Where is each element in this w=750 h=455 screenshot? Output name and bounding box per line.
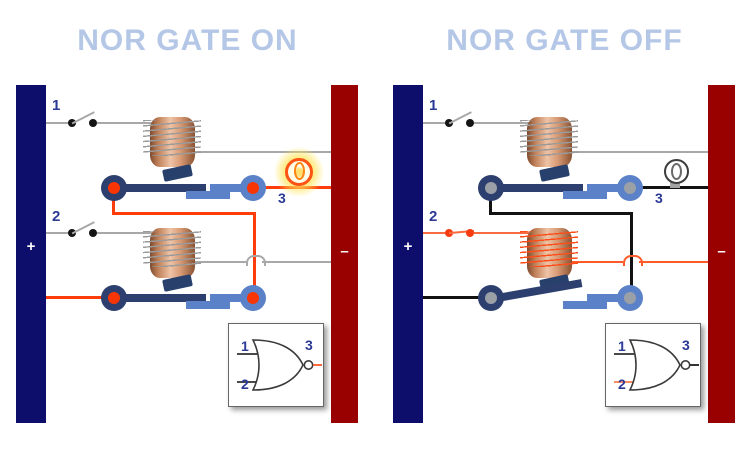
- minus-label: –: [340, 243, 349, 260]
- chain-wire-horizontal: [489, 212, 633, 215]
- relay2-fixed-contact-high: [210, 294, 254, 302]
- panel-nor-gate-on: NOR GATE ON + – 1 3 2: [16, 24, 358, 423]
- gate-input1-label: 1: [618, 338, 626, 354]
- gate-input2-label: 2: [241, 376, 249, 392]
- switch2-contact-b[interactable]: [466, 229, 474, 237]
- relay1-armature: [491, 184, 583, 192]
- switch2-wire-right: [474, 232, 529, 234]
- relay1-fixed-contact-high: [587, 184, 631, 192]
- minus-label: –: [717, 243, 726, 260]
- switch2-label: 2: [52, 208, 61, 225]
- nor-gate-icon: [614, 339, 699, 391]
- chain-wire-vertical1: [489, 197, 492, 215]
- relay1-contact-dot: [624, 182, 636, 194]
- relay1-coil-out-wire: [195, 151, 331, 153]
- relay1-pivot-dot: [485, 182, 497, 194]
- negative-bus-bar: –: [708, 85, 735, 423]
- chain-wire-vertical2: [630, 212, 633, 292]
- lamp-label: 3: [655, 190, 663, 206]
- gate-input1-label: 1: [241, 338, 249, 354]
- relay2-contact-dot: [624, 292, 636, 304]
- switch1-wire-left: [46, 122, 72, 124]
- relay2-coil-winding: [520, 231, 578, 267]
- page-title: NOR GATE OFF: [446, 24, 683, 57]
- relay2-fixed-contact-high: [587, 294, 631, 302]
- lamp-base: [670, 181, 680, 188]
- gate-output-label: 3: [305, 337, 313, 353]
- panel-nor-gate-off: NOR GATE OFF + – 1 3 2: [377, 0, 750, 455]
- lamp-flame-icon: [294, 162, 305, 180]
- supply-wire: [46, 296, 114, 299]
- wire-crossover-hop: [623, 255, 643, 266]
- switch1-label: 1: [52, 97, 61, 114]
- relay2-fixed-contact-low: [563, 301, 607, 309]
- chain-wire-vertical2: [253, 212, 256, 292]
- switch1-label: 1: [429, 97, 438, 114]
- positive-bus-bar: +: [393, 85, 423, 423]
- relay1-coil-winding: [520, 120, 578, 156]
- wire-crossover-hop: [246, 255, 266, 266]
- switch1-contact-b[interactable]: [89, 119, 97, 127]
- relay2-pivot-dot: [108, 292, 120, 304]
- relay1-pivot-dot: [108, 182, 120, 194]
- relay2-coil-out-wire-a: [572, 261, 623, 263]
- relay1-fixed-contact-low: [186, 191, 230, 199]
- relay2-armature: [114, 294, 206, 302]
- nor-gate-symbol-box: 1 2 3: [228, 323, 324, 407]
- relay2-coil-out-wire-b: [262, 261, 331, 263]
- lamp-label: 3: [278, 190, 286, 206]
- switch2-wire-left: [423, 232, 449, 234]
- relay2-fixed-contact-low: [186, 301, 230, 309]
- supply-wire: [423, 296, 491, 299]
- relay2-armature: [490, 279, 583, 303]
- switch2-wire-left: [46, 232, 72, 234]
- nor-gate-symbol-box: 1 2 3: [605, 323, 701, 407]
- negative-bus-bar: –: [331, 85, 358, 423]
- plus-label: +: [403, 238, 413, 255]
- switch2-contact-b[interactable]: [89, 229, 97, 237]
- switch2-wire-right: [97, 232, 152, 234]
- switch2-label: 2: [429, 208, 438, 225]
- relay1-contact-dot: [247, 182, 259, 194]
- gate-input2-label: 2: [618, 376, 626, 392]
- relay2-coil-out-wire-b: [639, 261, 708, 263]
- gate-output-label: 3: [682, 337, 690, 353]
- relay1-armature: [114, 184, 206, 192]
- switch1-wire-left: [423, 122, 449, 124]
- relay2-pivot-dot: [485, 292, 497, 304]
- positive-bus-bar: +: [16, 85, 46, 423]
- relay1-fixed-contact-high: [210, 184, 254, 192]
- chain-wire-horizontal: [112, 212, 256, 215]
- relay2-contact-dot: [247, 292, 259, 304]
- relay2-coil-out-wire-a: [195, 261, 246, 263]
- nor-gate-icon: [237, 339, 322, 391]
- switch1-wire-right: [97, 122, 152, 124]
- relay1-coil-winding: [143, 120, 201, 156]
- relay1-coil-out-wire: [572, 151, 708, 153]
- switch1-contact-b[interactable]: [466, 119, 474, 127]
- relay1-fixed-contact-low: [563, 191, 607, 199]
- page-title: NOR GATE ON: [77, 24, 298, 57]
- lamp-wire: [630, 186, 708, 189]
- chain-wire-vertical1: [112, 197, 115, 215]
- switch1-wire-right: [474, 122, 529, 124]
- lamp-flame-icon: [671, 163, 682, 180]
- plus-label: +: [26, 238, 36, 255]
- relay2-coil-winding: [143, 231, 201, 267]
